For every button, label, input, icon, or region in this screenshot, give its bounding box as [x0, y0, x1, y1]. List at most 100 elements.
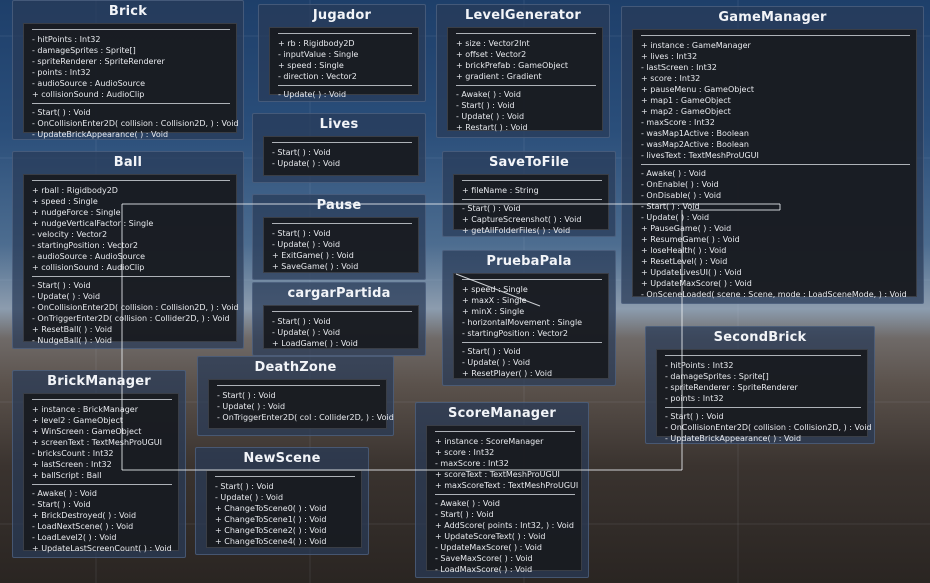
title-divider: [665, 355, 861, 356]
method-line: - Update( ) : Void: [272, 159, 341, 168]
method-line: - UpdateBrickAppearance( ) : Void: [32, 130, 169, 139]
method-line: + Restart( ) : Void: [456, 123, 528, 132]
method-line: + ResetLevel( ) : Void: [641, 257, 728, 266]
method-line: - Update( ) : Void: [215, 493, 284, 502]
attribute-line: + collisionSound : AudioClip: [32, 263, 145, 272]
class-box-prueba-pala[interactable]: PruebaPala + speed : Single+ maxX : Singl…: [442, 250, 616, 386]
method-line: - Awake( ) : Void: [456, 90, 521, 99]
method-line: - Start( ) : Void: [462, 204, 521, 213]
method-line: - Update( ) : Void: [462, 358, 531, 367]
class-members-panel: - Start( ) : Void - Update( ) : Void: [263, 136, 419, 176]
class-title: BrickManager: [47, 374, 151, 389]
method-line: - Update( ) : Void: [272, 240, 341, 249]
attribute-line: - lastScreen : Int32: [641, 63, 717, 72]
method-line: - Start( ) : Void: [215, 482, 274, 491]
section-divider: [278, 85, 412, 86]
title-divider: [32, 399, 172, 400]
method-line: - Start( ) : Void: [32, 108, 91, 117]
class-box-cargar-partida[interactable]: cargarPartida - Start( ) : Void - Update( …: [252, 282, 426, 356]
method-line: + ChangeToScene0( ) : Void: [215, 504, 327, 513]
class-title: Lives: [319, 117, 359, 132]
class-box-ball[interactable]: Ball+ rball : Rigidbody2D+ speed : Singl…: [12, 151, 244, 349]
class-box-brick[interactable]: Brick- hitPoints : Int32- damageSprites …: [12, 0, 244, 140]
method-line: - Update( ) : Void: [278, 90, 347, 99]
method-line: - OnCollisionEnter2D( collision : Collis…: [32, 119, 239, 128]
class-box-new-scene[interactable]: NewScene- Start( ) : Void- Update( ) : V…: [195, 447, 369, 555]
method-line: - LoadNextScene( ) : Void: [32, 522, 134, 531]
attribute-line: + gradient : Gradient: [456, 72, 542, 81]
class-box-score-manager[interactable]: ScoreManager + instance : ScoreManager + s…: [415, 402, 589, 578]
method-line: - LoadMaxScore( ) : Void: [435, 565, 533, 574]
class-box-jugador[interactable]: Jugador+ rb : Rigidbody2D- inputValue : …: [258, 4, 426, 102]
method-line: + UpdateLastScreenCount( ) : Void: [32, 544, 172, 553]
method-line: - UpdateMaxScore( ) : Void: [435, 543, 542, 552]
attribute-line: + map1 : GameObject: [641, 96, 731, 105]
section-divider: [462, 199, 602, 200]
attribute-line: + score : Int32: [435, 448, 495, 457]
title-divider: [215, 476, 355, 477]
method-line: - Update( ) : Void: [272, 328, 341, 337]
method-line: - Start( ) : Void: [665, 412, 724, 421]
attribute-line: + instance : ScoreManager: [435, 437, 544, 446]
section-divider: [462, 342, 602, 343]
method-line: - Update( ) : Void: [456, 112, 525, 121]
class-members-panel: - hitPoints : Int32- damageSprites : Spr…: [656, 349, 872, 443]
class-box-game-manager[interactable]: GameManager+ instance : GameManager+ liv…: [621, 6, 924, 304]
title-divider: [462, 180, 602, 181]
method-line: - OnTriggerEnter2D( collision : Collider…: [32, 314, 230, 323]
method-line: - OnSceneLoaded( scene : Scene, mode : L…: [641, 290, 907, 299]
section-divider: [32, 103, 230, 104]
attribute-line: - spriteRenderer : SpriteRenderer: [32, 57, 165, 66]
class-title: GameManager: [718, 10, 827, 25]
attribute-line: + minX : Single: [462, 307, 525, 316]
attribute-line: + speed : Single: [32, 197, 98, 206]
attribute-line: - inputValue : Single: [278, 50, 359, 59]
attribute-line: - points : Int32: [665, 394, 724, 403]
attribute-line: - spriteRenderer : SpriteRenderer: [665, 383, 798, 392]
title-divider: [272, 311, 412, 312]
method-line: - NudgeBall( ) : Void: [32, 336, 113, 345]
method-line: - Start( ) : Void: [272, 229, 331, 238]
class-box-lives[interactable]: Lives - Start( ) : Void - Update( ) : Void: [252, 113, 426, 183]
class-box-second-brick[interactable]: SecondBrick- hitPoints : Int32- damageSp…: [645, 326, 875, 444]
class-box-brick-manager[interactable]: BrickManager+ instance : BrickManager+ l…: [12, 370, 186, 558]
method-line: - Start( ) : Void: [641, 202, 700, 211]
attribute-line: + lastScreen : Int32: [32, 460, 112, 469]
method-line: - OnEnable( ) : Void: [641, 180, 719, 189]
method-line: + ChangeToScene2( ) : Void: [215, 526, 327, 535]
class-members-panel: - hitPoints : Int32- damageSprites : Spr…: [23, 23, 239, 139]
method-line: + loseHealth( ) : Void: [641, 246, 727, 255]
attribute-line: + rb : Rigidbody2D: [278, 39, 355, 48]
title-divider: [435, 431, 575, 432]
method-line: + LoadGame( ) : Void: [272, 339, 358, 348]
method-line: - UpdateBrickAppearance( ) : Void: [665, 434, 802, 443]
class-title: ScoreManager: [448, 406, 556, 421]
method-line: - Update( ) : Void: [641, 213, 710, 222]
attribute-line: - audioSource : AudioSource: [32, 252, 146, 261]
attribute-line: + maxX : Single: [462, 296, 527, 305]
attribute-line: + map2 : GameObject: [641, 107, 731, 116]
method-line: - Start( ) : Void: [272, 317, 331, 326]
title-divider: [462, 279, 602, 280]
class-box-save-to-file[interactable]: SaveToFile+ fileName : String- Start( ) …: [442, 151, 616, 237]
title-divider: [32, 29, 230, 30]
method-line: + SaveGame( ) : Void: [272, 262, 359, 271]
method-line: + ResumeGame( ) : Void: [641, 235, 740, 244]
class-box-pause[interactable]: Pause- Start( ) : Void- Update( ) : Void…: [252, 194, 426, 280]
attribute-line: + nudgeVerticalFactor : Single: [32, 219, 154, 228]
class-title: PruebaPala: [486, 254, 572, 269]
class-title: SaveToFile: [488, 155, 570, 170]
method-line: - OnCollisionEnter2D( collision : Collis…: [665, 423, 872, 432]
method-line: + ExitGame( ) : Void: [272, 251, 354, 260]
section-divider: [32, 484, 172, 485]
method-line: - Awake( ) : Void: [435, 499, 500, 508]
attribute-line: + pauseMenu : GameObject: [641, 85, 755, 94]
class-box-level-generator[interactable]: LevelGenerator+ size : Vector2Int+ offse…: [436, 4, 610, 138]
method-line: - Start( ) : Void: [272, 148, 331, 157]
class-title: cargarPartida: [287, 286, 391, 301]
class-box-death-zone[interactable]: DeathZone- Start( ) : Void- Update( ) : …: [197, 356, 394, 436]
title-divider: [456, 33, 596, 34]
class-members-panel: + speed : Single+ maxX : Single+ minX : …: [453, 273, 609, 379]
attribute-line: + rball : Rigidbody2D: [32, 186, 118, 195]
attribute-line: + score : Int32: [641, 74, 701, 83]
